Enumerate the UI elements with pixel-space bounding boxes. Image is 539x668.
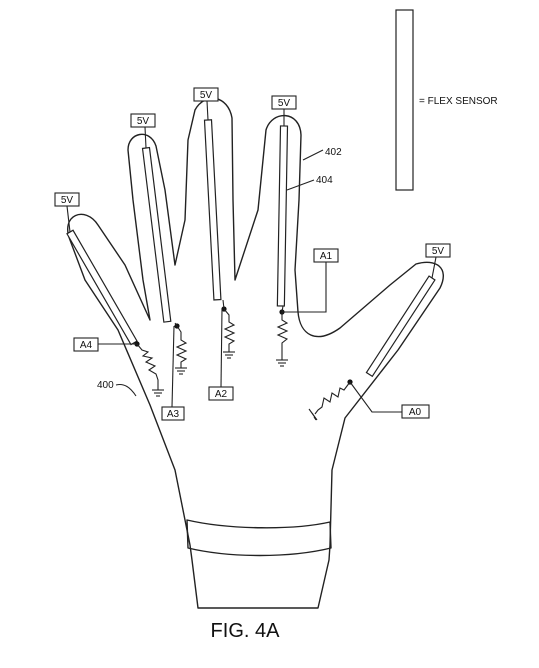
legend-flex-sensor-symbol <box>395 9 414 191</box>
svg-text:A4: A4 <box>80 340 93 351</box>
svg-text:402: 402 <box>325 147 342 158</box>
ref-404: 404 <box>286 175 333 191</box>
ref-400: 400 <box>97 380 137 397</box>
index-5v: 5V <box>271 95 297 126</box>
svg-text:400: 400 <box>97 380 114 391</box>
legend-flex-sensor-text: = FLEX SENSOR <box>419 96 498 107</box>
glove-outline <box>67 97 444 609</box>
index-flex-sensor <box>276 125 289 307</box>
index-circuit: A1 <box>276 248 339 367</box>
svg-text:A3: A3 <box>167 409 180 420</box>
thumb-circuit: A0 <box>308 379 430 421</box>
svg-text:5V: 5V <box>278 98 291 109</box>
glove-cuff-band <box>186 519 332 557</box>
svg-text:A1: A1 <box>320 251 333 262</box>
ring-circuit: A3 <box>161 322 188 421</box>
middle-flex-sensor <box>203 119 222 301</box>
pinky-flex-sensor <box>66 229 138 346</box>
thumb-5v: 5V <box>425 243 451 279</box>
pinky-circuit: A4 <box>73 337 164 397</box>
svg-text:5V: 5V <box>432 246 445 257</box>
figure-caption: FIG. 4A <box>211 620 281 642</box>
svg-text:5V: 5V <box>200 90 213 101</box>
thumb-flex-sensor <box>365 275 436 378</box>
svg-text:5V: 5V <box>61 195 74 206</box>
ref-402: 402 <box>302 147 342 161</box>
middle-5v: 5V <box>193 87 219 121</box>
svg-text:A2: A2 <box>215 389 228 400</box>
svg-text:5V: 5V <box>137 116 150 127</box>
pinky-5v: 5V <box>54 192 80 233</box>
middle-circuit: A2 <box>208 299 236 401</box>
svg-text:404: 404 <box>316 175 333 186</box>
svg-text:A0: A0 <box>409 407 422 418</box>
ring-flex-sensor <box>141 146 172 323</box>
ring-5v: 5V <box>130 113 156 149</box>
